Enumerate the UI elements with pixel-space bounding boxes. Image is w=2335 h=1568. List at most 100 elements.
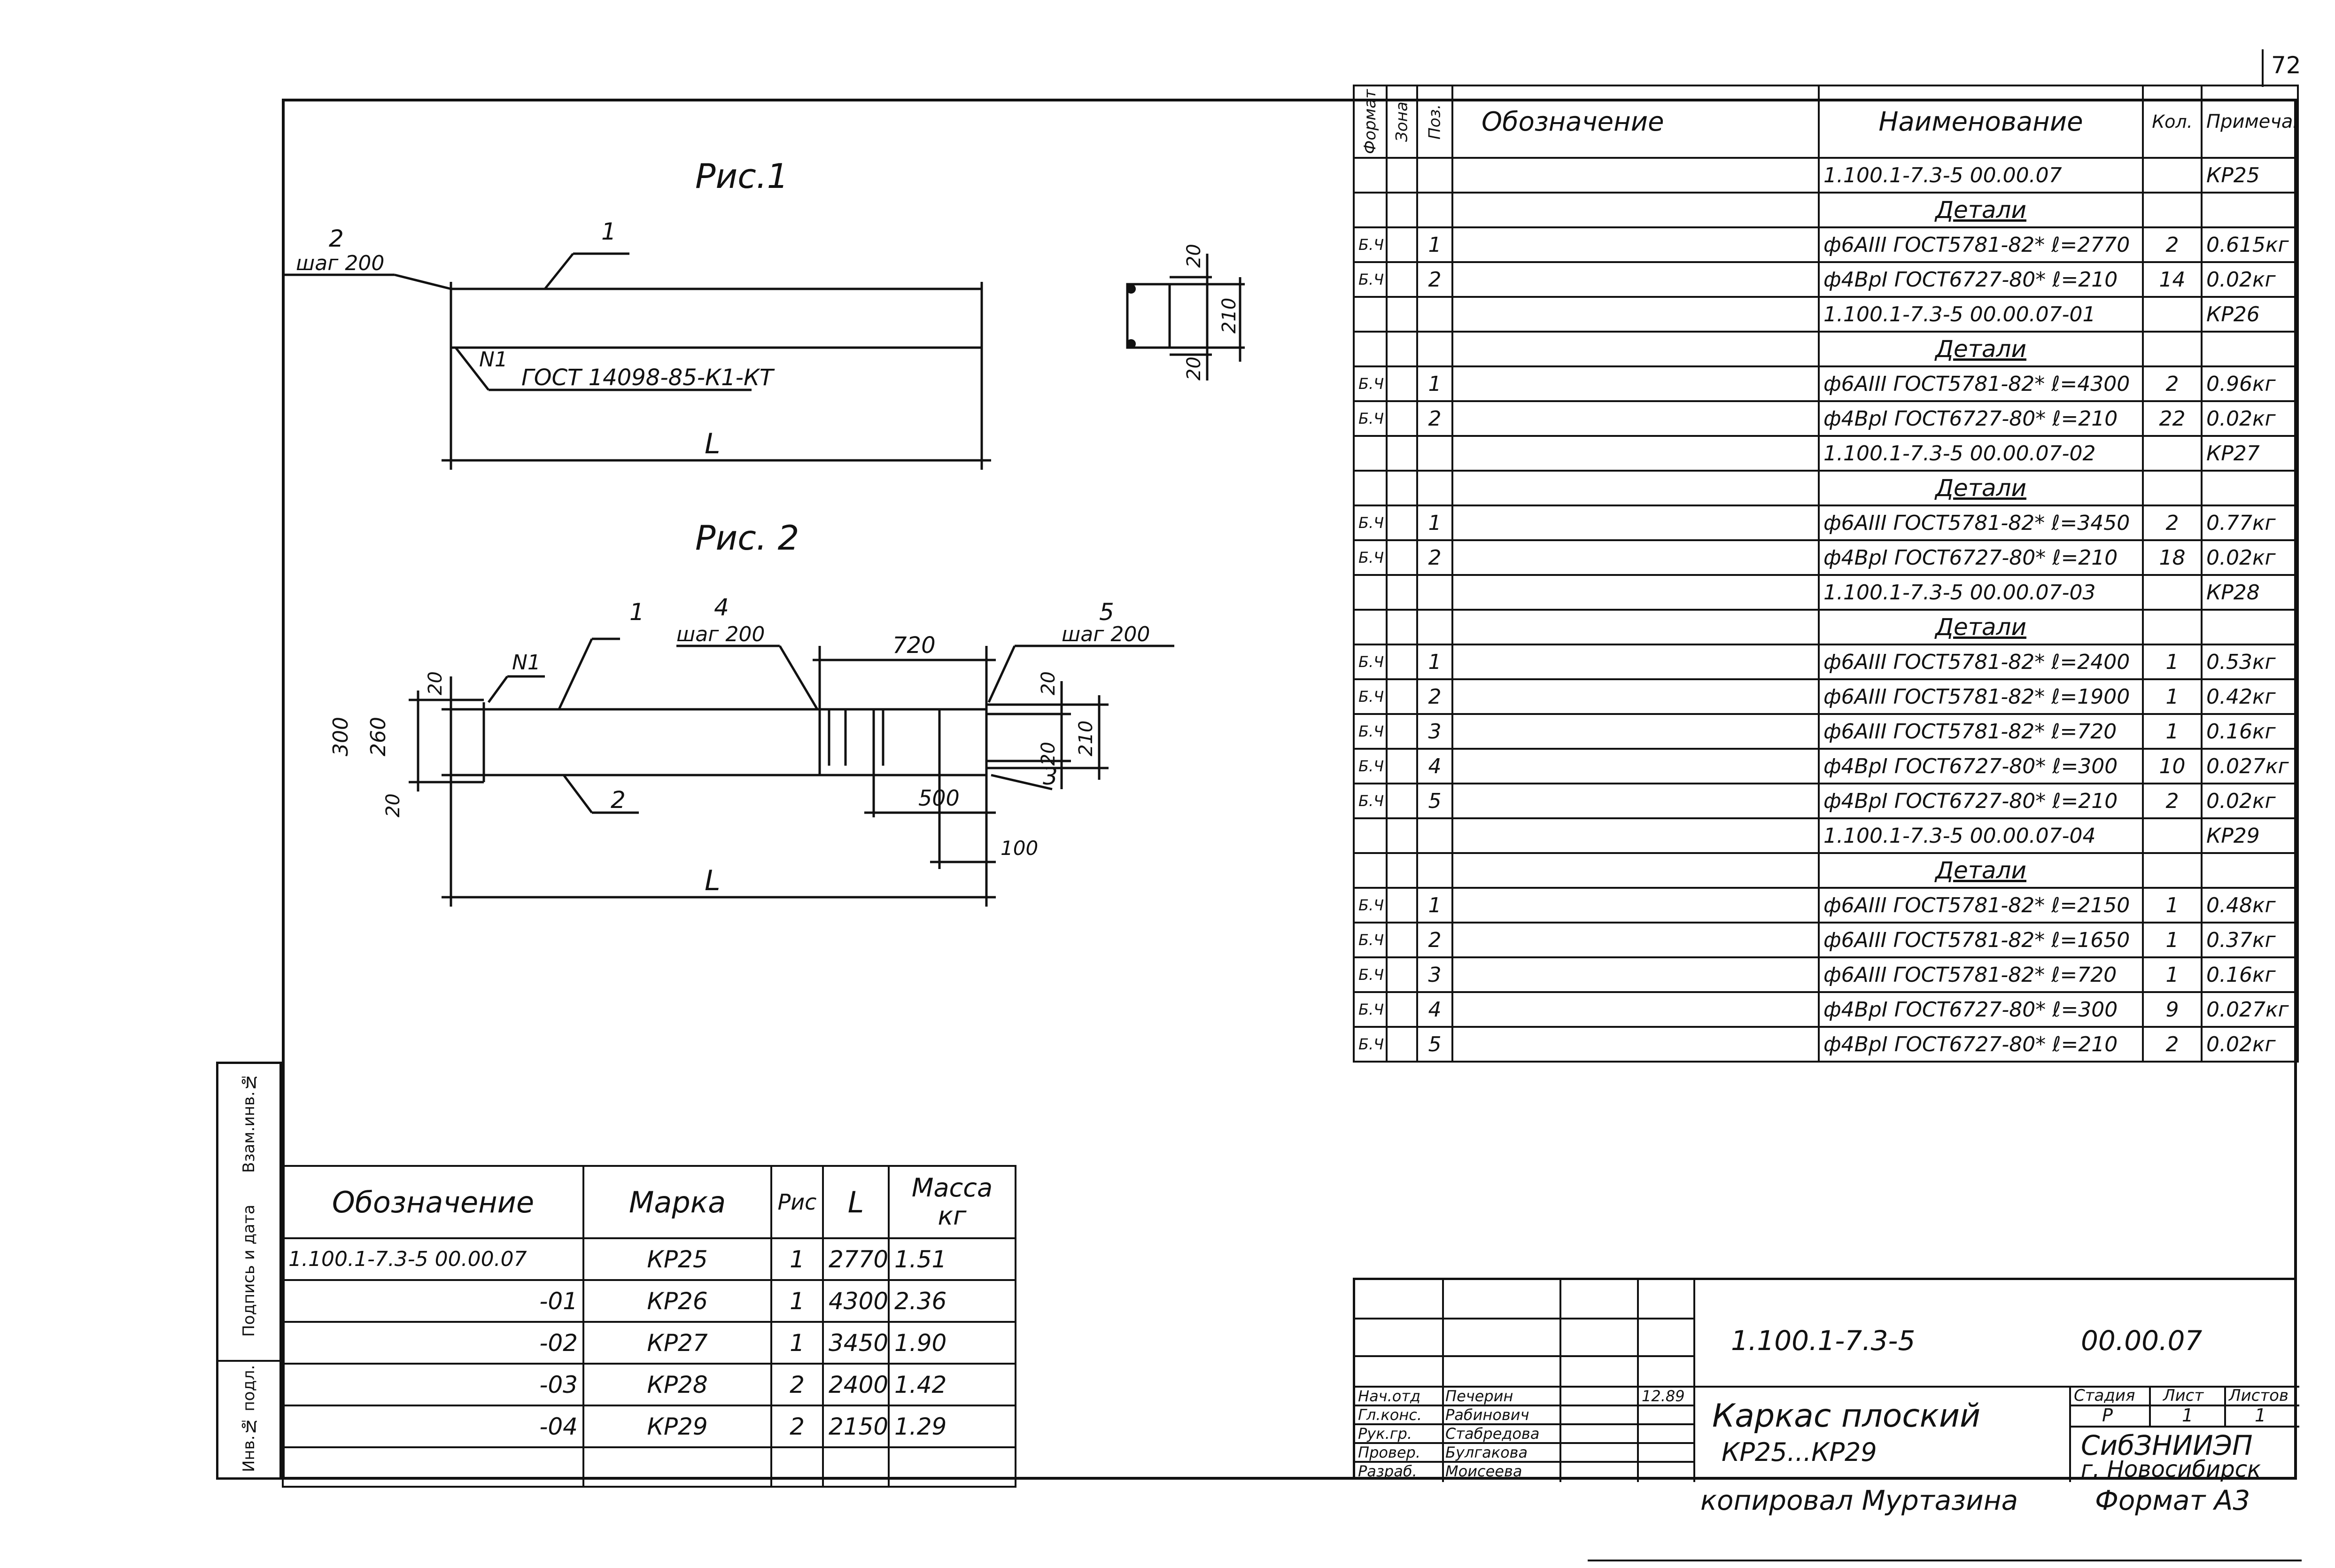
- spec-designation-cell: [1451, 1026, 1820, 1063]
- marks-table: Обозначение Марка Рис L Масса кг 1.100.1…: [282, 1165, 1016, 1488]
- marks-fig-cell: 1: [770, 1321, 824, 1365]
- spec-name-cell: 1.100.1-7.3-5 00.00.07: [1818, 157, 2144, 194]
- spec-pos-cell: 2: [1416, 261, 1453, 298]
- footer-rule: [1588, 1560, 2302, 1561]
- spec-zone-cell: [1386, 435, 1418, 472]
- fig2-step5: шаг 200: [1062, 622, 1150, 646]
- spec-note-cell: [2201, 852, 2299, 889]
- spec-note-cell: КР28: [2201, 574, 2299, 611]
- spec-qty-cell: [2142, 852, 2203, 889]
- fig1-dim20a: 20: [1183, 244, 1205, 268]
- spec-pos-cell: [1416, 192, 1453, 228]
- spec-zone-cell: [1386, 852, 1418, 889]
- spec-designation-cell: [1451, 956, 1820, 993]
- spec-note-cell: [2201, 470, 2299, 506]
- spec-zone-cell: [1386, 887, 1418, 924]
- tb-person-name: Печерин: [1445, 1387, 1513, 1405]
- fig2-dim20r: 20: [1038, 671, 1059, 695]
- spec-designation-cell: [1451, 852, 1820, 889]
- spec-note-cell: 0.02кг: [2201, 1026, 2299, 1063]
- fig2-pos2: 2: [611, 786, 626, 814]
- spec-note-cell: 0.027кг: [2201, 748, 2299, 784]
- spec-zone-cell: [1386, 539, 1418, 576]
- spec-qty-cell: 9: [2142, 991, 2203, 1028]
- spec-qty-cell: 1: [2142, 644, 2203, 680]
- spec-designation-cell: [1451, 331, 1820, 367]
- spec-pos-cell: [1416, 609, 1453, 645]
- spec-note-cell: 0.027кг: [2201, 991, 2299, 1028]
- tb-org2: г. Новосибирск: [2081, 1456, 2261, 1483]
- spec-pos-cell: 1: [1416, 226, 1453, 263]
- spec-name-cell: ф4ВрI ГОСТ6727-80* ℓ=210: [1818, 400, 2144, 437]
- spec-pos-cell: 1: [1416, 365, 1453, 402]
- spec-qty-cell: 22: [2142, 400, 2203, 437]
- spec-designation-cell: [1451, 783, 1820, 819]
- marks-designation-cell: -04: [282, 1405, 584, 1448]
- spec-format-cell: Б.Ч: [1353, 956, 1388, 993]
- spec-designation-cell: [1451, 887, 1820, 924]
- marks-header-row: Обозначение Марка Рис L Масса кг: [282, 1165, 1016, 1239]
- spec-row: Детали: [1353, 609, 2299, 645]
- spec-format-cell: [1353, 852, 1388, 889]
- spec-format-cell: [1353, 331, 1388, 367]
- spec-zone-cell: [1386, 817, 1418, 854]
- fig2-step4: шаг 200: [676, 622, 765, 646]
- tb-org1: СибЗНИИЭП: [2081, 1429, 2253, 1461]
- tb-person-name: Булгакова: [1445, 1444, 1528, 1461]
- spec-qty-cell: 1: [2142, 956, 2203, 993]
- fig1-pos1: 1: [601, 218, 616, 245]
- tb-sheet: 1: [2182, 1405, 2194, 1426]
- fig2-n1: N1: [512, 651, 541, 675]
- spec-name-cell: ф6АIII ГОСТ5781-82* ℓ=1650: [1818, 922, 2144, 958]
- fig2-dim300: 300: [329, 717, 353, 756]
- spec-pos-cell: 2: [1416, 678, 1453, 715]
- spec-name-cell: ф6АIII ГОСТ5781-82* ℓ=2400: [1818, 644, 2144, 680]
- fig2-dim20rb: 20: [1038, 742, 1059, 766]
- spec-qty-cell: 1: [2142, 887, 2203, 924]
- spec-format-cell: Б.Ч: [1353, 678, 1388, 715]
- tb-person-role: Разраб.: [1358, 1462, 1417, 1480]
- spec-zone-cell: [1386, 644, 1418, 680]
- spec-note-cell: 0.02кг: [2201, 783, 2299, 819]
- spec-zone-cell: [1386, 261, 1418, 298]
- spec-name-cell: ф6АIII ГОСТ5781-82* ℓ=2770: [1818, 226, 2144, 263]
- tb-stage-h: Стадия: [2074, 1386, 2135, 1405]
- marks-mass-cell: 2.36: [888, 1279, 1016, 1323]
- marks-mark-cell: КР26: [582, 1279, 772, 1323]
- marks-L-cell: 2150: [822, 1405, 890, 1448]
- spec-zone-cell: [1386, 157, 1418, 194]
- spec-format-cell: Б.Ч: [1353, 991, 1388, 1028]
- spec-format-cell: Б.Ч: [1353, 365, 1388, 402]
- spec-designation-cell: [1451, 400, 1820, 437]
- spec-pos-cell: 4: [1416, 991, 1453, 1028]
- marks-designation-cell: -01: [282, 1279, 584, 1323]
- marks-fig-cell: 2: [770, 1405, 824, 1448]
- spec-pos-cell: [1416, 157, 1453, 194]
- spec-format-cell: Б.Ч: [1353, 261, 1388, 298]
- spec-note-cell: 0.96кг: [2201, 365, 2299, 402]
- spec-zone-cell: [1386, 748, 1418, 784]
- spec-format-cell: Б.Ч: [1353, 226, 1388, 263]
- spec-h-name: Наименование: [1818, 85, 2144, 159]
- spec-qty-cell: [2142, 470, 2203, 506]
- spec-note-cell: КР25: [2201, 157, 2299, 194]
- marks-L-cell: 2770: [822, 1237, 890, 1281]
- tb-title-line1: Каркас плоский: [1712, 1397, 1981, 1435]
- fig1-n1: N1: [479, 348, 508, 372]
- spec-qty-cell: 2: [2142, 226, 2203, 263]
- spec-designation-cell: [1451, 574, 1820, 611]
- spec-pos-cell: 5: [1416, 783, 1453, 819]
- spec-zone-cell: [1386, 609, 1418, 645]
- spec-h-note: Примечание: [2201, 85, 2299, 159]
- spec-format-cell: Б.Ч: [1353, 400, 1388, 437]
